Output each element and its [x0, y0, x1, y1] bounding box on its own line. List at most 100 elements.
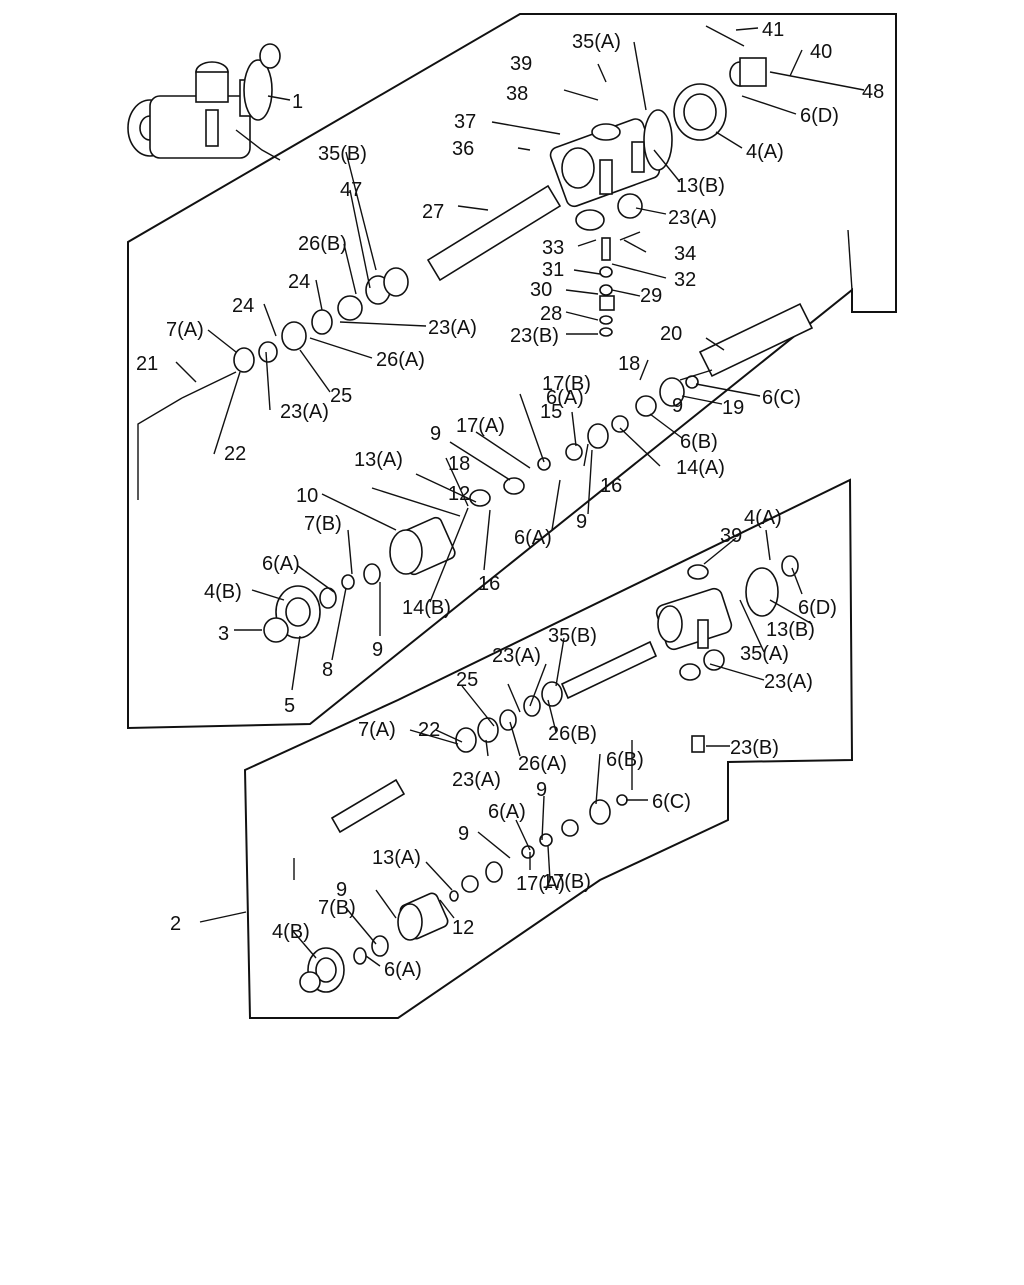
part-label: 6(A)	[384, 959, 422, 981]
part-label: 17(B)	[542, 871, 591, 893]
part-label: 25	[456, 669, 478, 691]
part-label: 29	[640, 285, 662, 307]
part-label: 24	[288, 271, 310, 293]
part-label: 13(B)	[676, 175, 725, 197]
part-label: 10	[296, 485, 318, 507]
part-label: 9	[536, 779, 547, 801]
part-label: 6(B)	[606, 749, 644, 771]
lower-piston-icon	[299, 892, 449, 993]
part-label: 37	[454, 111, 476, 133]
part-label: 6(D)	[798, 597, 837, 619]
part-label: 9	[430, 423, 441, 445]
part-label: 35(A)	[740, 643, 789, 665]
part-label: 16	[600, 475, 622, 497]
part-label: 25	[330, 385, 352, 407]
part-label: 14(B)	[402, 597, 451, 619]
part-label: 23(A)	[428, 317, 477, 339]
part-label: 7(A)	[358, 719, 396, 741]
part-label: 26(B)	[548, 723, 597, 745]
sleeve-20-icon	[698, 302, 814, 378]
part-label: 26(A)	[518, 753, 567, 775]
part-label: 12	[448, 483, 470, 505]
fitting-6d-icon	[729, 57, 767, 87]
part-label: 34	[674, 243, 696, 265]
part-label: 28	[540, 303, 562, 325]
part-label: 12	[452, 917, 474, 939]
lower-valve-body-icon	[655, 555, 799, 753]
part-label: 7(B)	[318, 897, 356, 919]
part-label: 4(B)	[204, 581, 242, 603]
part-label: 23(B)	[510, 325, 559, 347]
part-label: 17(A)	[456, 415, 505, 437]
part-label: 9	[336, 879, 347, 901]
part-label: 36	[452, 138, 474, 160]
lower-frame	[243, 478, 854, 1019]
part-label: 9	[458, 823, 469, 845]
part-label: 6(D)	[800, 105, 839, 127]
part-label: 39	[720, 525, 742, 547]
part-label: 26(B)	[298, 233, 347, 255]
part-label: 5	[284, 695, 295, 717]
part-label: 6(A)	[488, 801, 526, 823]
part-label: 38	[506, 83, 528, 105]
rod-21-icon	[181, 371, 237, 399]
part-label: 18	[618, 353, 640, 375]
part-label: 2	[170, 913, 181, 935]
part-label: 3	[218, 623, 229, 645]
part-label: 6(A)	[546, 387, 584, 409]
part-label: 6(B)	[680, 431, 718, 453]
part-label: 35(A)	[572, 31, 621, 53]
lower-small-parts-icon	[353, 794, 628, 965]
seal-rings-upper-icon	[233, 267, 409, 373]
bolt-41-icon	[705, 25, 745, 47]
part-label: 16	[478, 573, 500, 595]
part-label: 22	[418, 719, 440, 741]
part-label: 40	[810, 41, 832, 63]
spool-27-icon	[426, 184, 562, 282]
part-label: 9	[672, 395, 683, 417]
part-label: 23(A)	[452, 769, 501, 791]
part-label: 13(A)	[354, 449, 403, 471]
part-label: 13(A)	[372, 847, 421, 869]
part-label: 48	[862, 81, 884, 103]
ring-4a-icon	[673, 83, 727, 141]
part-label: 6(C)	[652, 791, 691, 813]
part-label: 7(A)	[166, 319, 204, 341]
part-label: 20	[660, 323, 682, 345]
part-label: 15	[540, 401, 562, 423]
part-label: 13(B)	[766, 619, 815, 641]
part-label: 14(A)	[676, 457, 725, 479]
part-number-labels: 1234(A)4(B)4(A)4(B)56(A)6(A)6(A)6(A)6(A)…	[136, 19, 884, 981]
part-label: 6(C)	[762, 387, 801, 409]
part-label: 9	[576, 511, 587, 533]
part-label: 41	[762, 19, 784, 41]
ring-4b-icon	[263, 585, 321, 643]
part-label: 27	[422, 201, 444, 223]
part-label: 23(A)	[668, 207, 717, 229]
part-label: 8	[322, 659, 333, 681]
part-label: 4(A)	[746, 141, 784, 163]
part-label: 21	[136, 353, 158, 375]
piston-10-icon	[389, 516, 456, 576]
part-label: 4(B)	[272, 921, 310, 943]
small-parts-upper-icon	[319, 375, 699, 609]
part-label: 47	[340, 179, 362, 201]
leader-lines	[137, 27, 865, 967]
part-label: 7(B)	[304, 513, 342, 535]
part-label: 23(B)	[730, 737, 779, 759]
part-label: 26(A)	[376, 349, 425, 371]
part-label: 6(A)	[262, 553, 300, 575]
part-label: 24	[232, 295, 254, 317]
part-label: 39	[510, 53, 532, 75]
part-label: 1	[292, 91, 303, 113]
part-label: 23(A)	[492, 645, 541, 667]
part-label: 18	[448, 453, 470, 475]
valve-body-icon	[549, 109, 673, 208]
part-label: 35(B)	[548, 625, 597, 647]
lower-spool-icon	[330, 640, 658, 834]
part-label: 35(B)	[318, 143, 367, 165]
part-label: 31	[542, 259, 564, 281]
part-label: 17(A)	[516, 873, 565, 895]
